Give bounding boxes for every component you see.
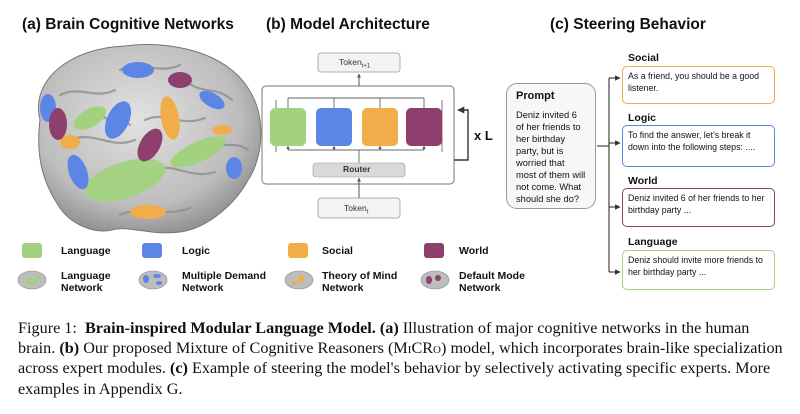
panel-a-title: (a) Brain Cognitive Networks: [22, 16, 234, 33]
caption-b-text-2: ) model, which incorporates brain-like s…: [18, 339, 783, 378]
input-token-label: Tokent: [344, 203, 369, 216]
caption-a-text: Illustration of major cognitive networks…: [18, 319, 750, 358]
legend-brain-icons: [17, 270, 450, 290]
output-title-language: Language: [628, 236, 678, 248]
legend-label-logic: Logic: [182, 245, 210, 257]
repeat-label: x L: [474, 128, 493, 143]
router-box: [312, 162, 406, 178]
output-title-world: World: [628, 175, 658, 187]
output-box-world: Deniz invited 6 of her friends to her bi…: [622, 188, 775, 227]
prompt-title: Prompt: [516, 90, 555, 102]
caption-label: Figure 1:: [18, 319, 77, 337]
caption-title: Brain-inspired Modular Language Model.: [85, 319, 376, 337]
output-token-box: [317, 52, 401, 73]
caption-c-text: Example of steering the model's behavior…: [18, 359, 771, 398]
router-label: Router: [343, 164, 371, 174]
prompt-box: Prompt Deniz invited 6 of her friends to…: [506, 83, 596, 209]
output-box-language: Deniz should invite more friends to her …: [622, 250, 775, 290]
output-title-logic: Logic: [628, 112, 656, 124]
legend-swatch-language: [22, 243, 42, 258]
world-network-patches: [49, 72, 192, 162]
legend-label-world: World: [459, 245, 489, 257]
legend-swatch-world: [424, 243, 444, 258]
legend-label-language: Language: [61, 245, 111, 257]
legend-swatch-social: [288, 243, 308, 258]
legend-swatch-logic: [142, 243, 162, 258]
steering-connectors: [597, 75, 621, 275]
social-expert-block: [362, 108, 398, 146]
repeat-loop-arrow: [454, 106, 469, 161]
architecture-diagram: [261, 52, 469, 219]
world-expert-block: [406, 108, 442, 146]
figure-caption: Figure 1: Brain-inspired Modular Languag…: [18, 318, 788, 399]
prompt-text: Deniz invited 6 of her friends to her bi…: [516, 110, 586, 204]
caption-c-tag: (c): [169, 359, 188, 378]
legend-label-social: Social: [322, 245, 353, 257]
input-token-box: [317, 197, 401, 219]
panel-c-title: (c) Steering Behavior: [550, 16, 706, 33]
caption-model-name: MiCRo: [393, 339, 442, 358]
language-network-patches: [73, 106, 226, 202]
panel-b-title: (b) Model Architecture: [266, 16, 430, 33]
logic-expert-block: [316, 108, 352, 146]
output-token-label: Tokent+1: [339, 57, 371, 70]
caption-b-text-1: Our proposed Mixture of Cognitive Reason…: [83, 339, 394, 358]
layer-block: [261, 85, 455, 185]
output-title-social: Social: [628, 52, 659, 64]
brain-illustration: [38, 44, 262, 234]
output-box-social: As a friend, you should be a good listen…: [622, 66, 775, 104]
language-expert-block: [270, 108, 306, 146]
caption-b-tag: (b): [59, 339, 80, 358]
social-network-patches: [60, 96, 232, 219]
caption-a-tag: (a): [379, 319, 399, 337]
output-box-logic: To find the answer, let's break it down …: [622, 125, 775, 167]
